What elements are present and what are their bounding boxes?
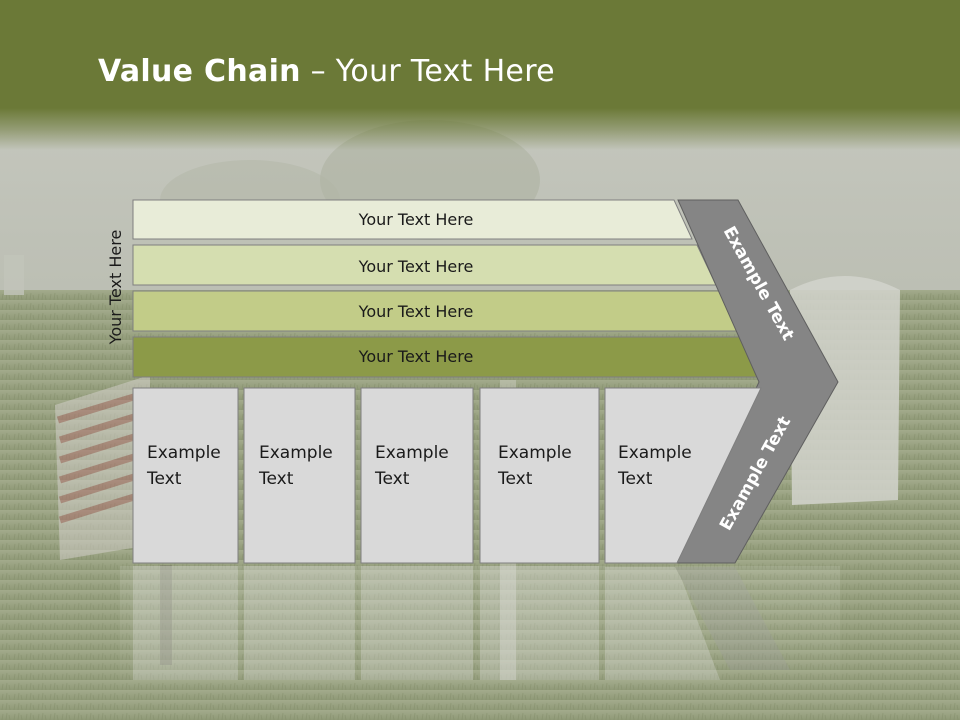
box-5-line2: Text [617, 469, 653, 489]
box-4-line1: Example [498, 443, 572, 463]
box-4 [479, 387, 600, 564]
title-band [0, 0, 960, 150]
chevron-arrow [674, 199, 839, 564]
box-1-line1: Example [147, 443, 221, 463]
bar-1 [132, 199, 693, 240]
reflection-fade [120, 566, 840, 696]
box-1 [132, 387, 239, 564]
title-rest: – Your Text Here [300, 54, 555, 89]
box-2-line1: Example [259, 443, 333, 463]
box-3-line2: Text [374, 469, 410, 489]
box-1-line2: Text [146, 469, 182, 489]
bar-4-label: Your Text Here [358, 347, 474, 366]
box-2 [243, 387, 356, 564]
title-bold: Value Chain [98, 54, 301, 89]
box-3 [360, 387, 474, 564]
bar-2-label: Your Text Here [358, 257, 474, 276]
box-3-line1: Example [375, 443, 449, 463]
side-label: Your Text Here [106, 230, 125, 346]
slide-title: Value Chain – Your Text Here [98, 54, 555, 89]
box-5-line1: Example [618, 443, 692, 463]
box-2-line2: Text [258, 469, 294, 489]
bar-3-label: Your Text Here [358, 302, 474, 321]
bar-1-label: Your Text Here [358, 210, 474, 229]
box-4-line2: Text [497, 469, 533, 489]
box-5 [604, 387, 762, 564]
